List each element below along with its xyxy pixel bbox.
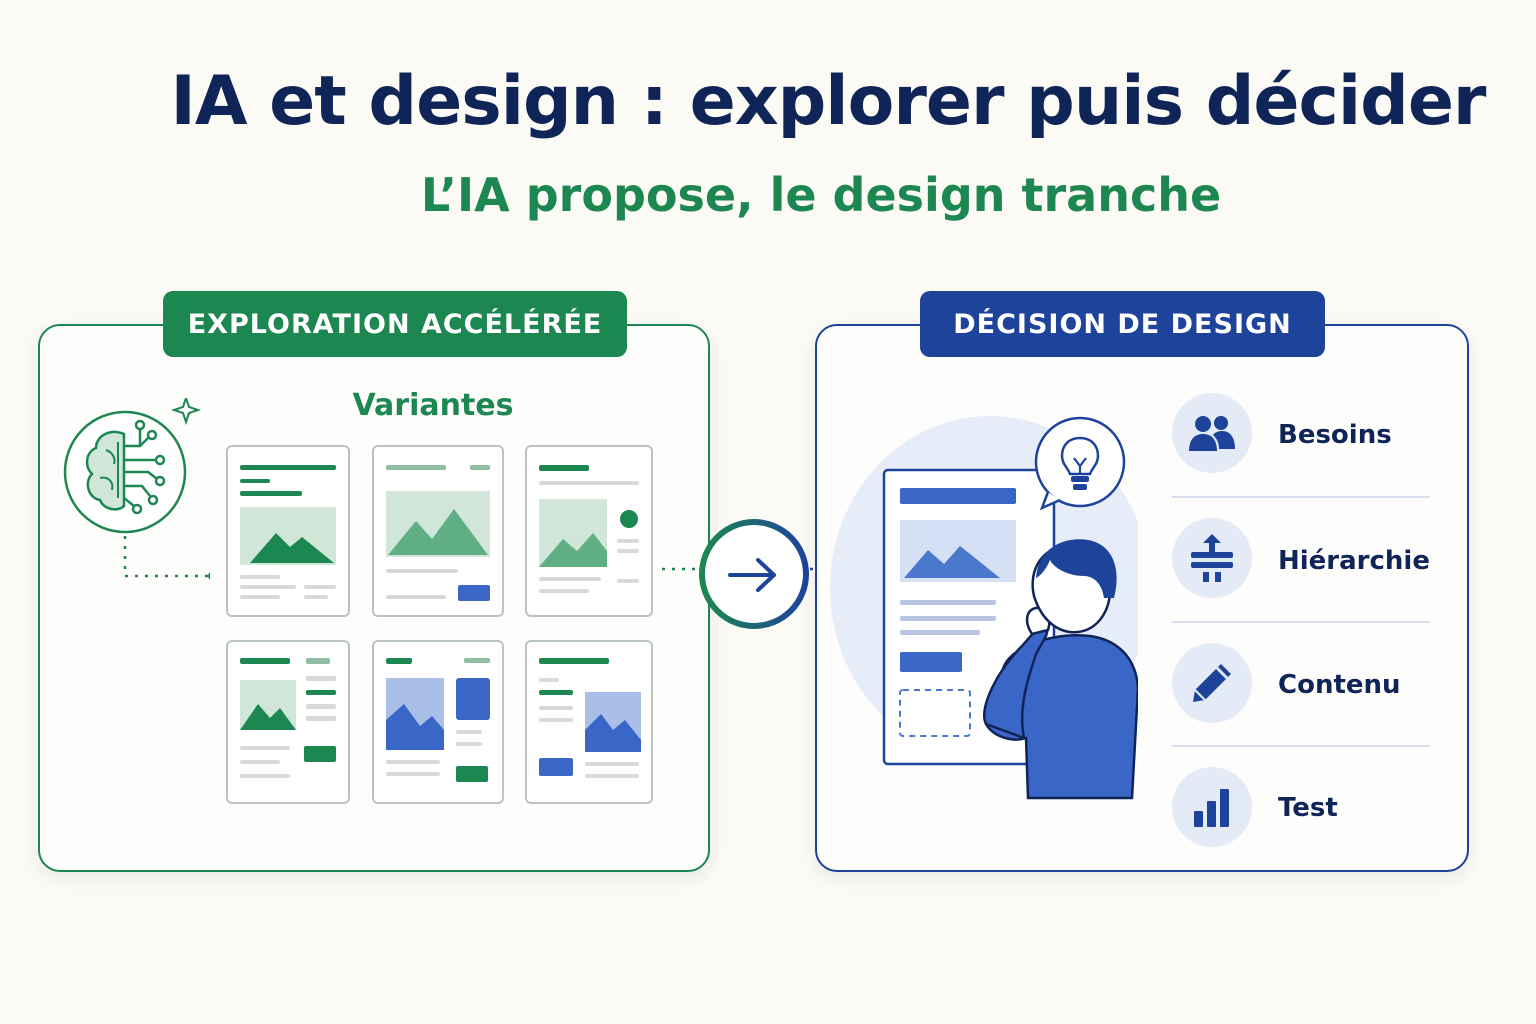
lightbulb-icon	[1060, 436, 1100, 490]
variant-card-6	[525, 640, 653, 804]
criteria-icon-besoins	[1172, 393, 1252, 473]
criteria-label-test: Test	[1278, 793, 1338, 823]
variant-card-4	[226, 640, 350, 804]
criteria-label-contenu: Contenu	[1278, 670, 1401, 700]
criteria-divider	[1172, 745, 1430, 747]
ai-brain-icon	[63, 398, 210, 580]
criteria-divider	[1172, 621, 1430, 623]
designer-illustration	[830, 416, 1138, 800]
pencil-icon	[1193, 664, 1231, 702]
variant-card-5	[372, 640, 504, 804]
criteria-icon-test	[1172, 767, 1252, 847]
exploration-badge: EXPLORATION ACCÉLÉRÉE	[163, 291, 627, 357]
variant-card-1	[226, 445, 350, 617]
people-icon	[1189, 416, 1235, 451]
criteria-label-hierarchie: Hiérarchie	[1278, 546, 1430, 576]
criteria-icon-contenu	[1172, 643, 1252, 723]
page-title: IA et design : explorer puis décider	[170, 62, 1487, 141]
variant-card-2	[372, 445, 504, 617]
variants-label: Variantes	[352, 388, 514, 423]
bar-chart-icon	[1194, 789, 1229, 827]
criteria-icon-hierarchie	[1172, 518, 1252, 598]
decision-badge: DÉCISION DE DESIGN	[920, 291, 1325, 357]
criteria-divider	[1172, 496, 1430, 498]
criteria-label-besoins: Besoins	[1278, 420, 1392, 450]
arrow-right-icon	[728, 558, 776, 592]
hierarchy-icon	[1191, 534, 1233, 582]
page-subtitle: L’IA propose, le design tranche	[420, 168, 1222, 222]
variant-card-3	[525, 445, 653, 617]
